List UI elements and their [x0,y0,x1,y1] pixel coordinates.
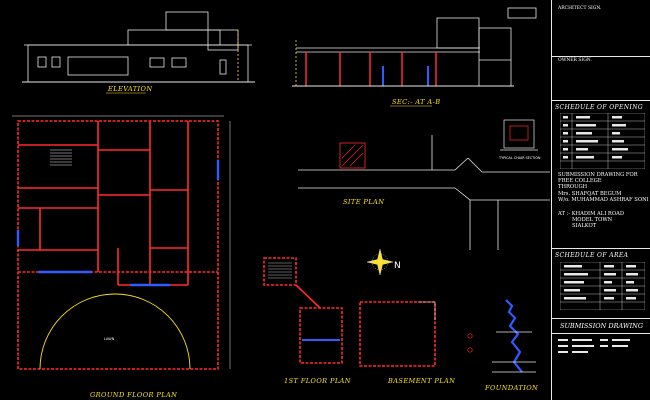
basement-label: BASEMENT PLAN [387,377,455,385]
owner-sign-label: OWNER SIGN. [558,58,592,63]
submission-line: FREE COLLEGE [558,178,602,185]
address-line: MODEL TOWN [572,217,613,224]
divider [552,333,650,334]
address-text: AT :- KHADIM ALI ROAD MODEL TOWN SIALKOT [558,211,624,230]
elevation-label: ELEVATION [107,85,153,93]
first-floor-stairs [268,262,292,279]
section-label: SEC:- AT A-B [392,98,440,106]
lawn-label: LAWN [104,337,115,341]
ground-floor-stairs [50,149,72,166]
ground-floor-label: GROUND FLOOR PLAN [90,391,177,399]
submission-line: W/o. MUHAMMAD ASHRAF SONI [558,196,649,203]
title-block: ARCHITECT SIGN. OWNER SIGN. SCHEDULE OF … [551,0,650,400]
north-letter: N [394,261,401,271]
elevation-drawing [22,11,255,83]
submission-line: THROUGH [558,184,588,191]
divider [552,318,650,319]
first-floor-label: 1ST FLOOR PLAN [284,377,351,385]
divider [552,100,650,101]
foundation-label: FOUNDATION [484,384,538,392]
divider [552,56,650,57]
architect-sign-label: ARCHITECT SIGN. [558,6,602,11]
opening-schedule-table [560,113,645,169]
submission-line: SUBMISSION DRAWING FOR [558,172,638,178]
submission-drawing-title: SUBMISSION DRAWING [560,322,644,330]
typical-section-detail [500,119,538,151]
submission-text: SUBMISSION DRAWING FOR FREE COLLEGE THRO… [558,172,649,203]
basement-plan [359,301,436,367]
address-line: SIALKOT [572,223,597,230]
footer-details [558,339,630,353]
area-schedule-table [560,262,645,310]
divider [552,248,650,249]
site-plan [298,135,550,250]
schedule-of-opening-heading: SCHEDULE OF OPENING [555,104,644,111]
section-drawing [292,7,537,87]
north-arrow-icon [366,248,394,276]
address-line: AT :- KHADIM ALI ROAD [558,211,624,217]
site-plan-label: SITE PLAN [343,198,384,206]
typical-section-label: TYPICAL CHAIR SECTION [498,156,541,160]
submission-line: Mrs. SHAFQAT BEGUM [558,190,622,197]
schedule-of-area-heading: SCHEDULE OF AREA [555,252,629,259]
ground-floor-plan [12,115,231,370]
first-floor-plan [263,257,343,364]
foundation-detail [467,299,536,373]
